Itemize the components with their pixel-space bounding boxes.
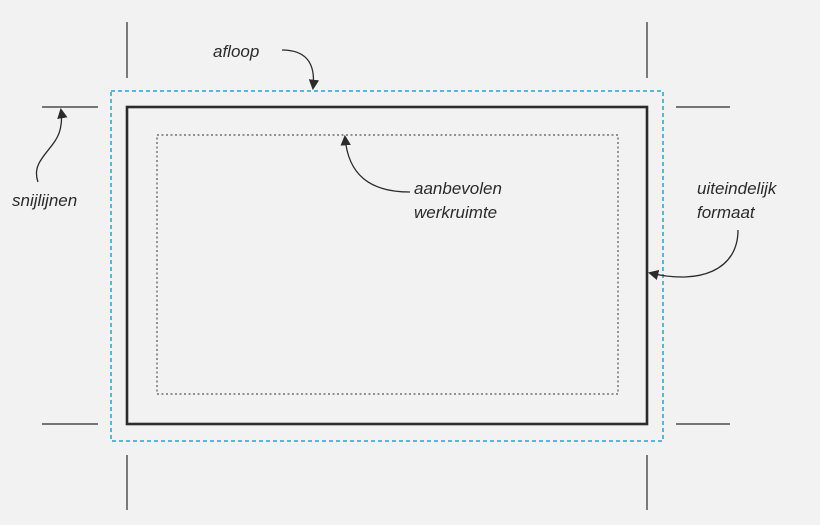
- final-size-label-line2: formaat: [697, 203, 756, 222]
- crop-marks-arrow: [35, 107, 68, 183]
- final-size-label-line1: uiteindelijk: [697, 179, 778, 198]
- crop-marks: [42, 22, 730, 510]
- safe-area-label-line2: werkruimte: [414, 203, 497, 222]
- crop-marks-label: snijlijnen: [12, 191, 77, 210]
- bleed-area: [110, 90, 664, 442]
- safe-area-label-line1: aanbevolen: [414, 179, 502, 198]
- safe-area: [156, 134, 619, 395]
- trim-area: [125, 105, 649, 426]
- safe-area-arrow: [340, 134, 411, 193]
- final-size-arrow: [647, 229, 739, 280]
- bleed-label: afloop: [213, 42, 259, 61]
- bleed-arrow: [281, 49, 320, 91]
